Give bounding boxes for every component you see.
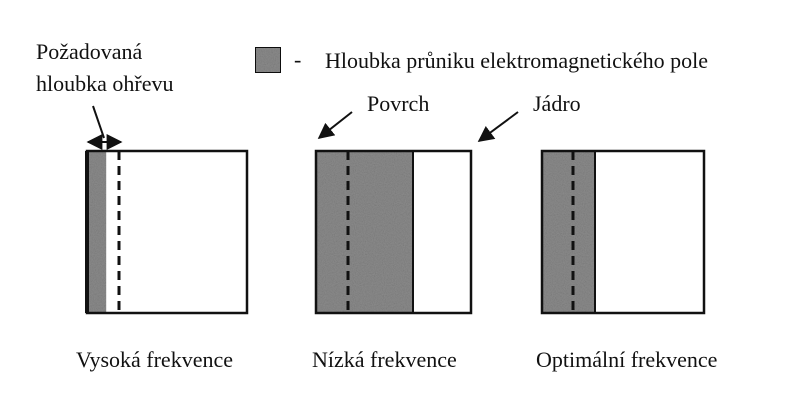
required-depth-label-line1: Požadovaná [36,39,143,64]
panel-3-outline [540,149,706,315]
panel-3-shaded-layer [542,151,596,313]
legend-dash: - [294,47,302,72]
legend-text: Hloubka průniku elektromagnetického pole [325,48,709,73]
required-depth-leader [92,105,105,139]
legend-swatch [254,46,282,74]
caption-high-frequency: Vysoká frekvence [76,347,233,372]
panel-high-frequency [85,105,249,315]
panel-2-outline [314,149,473,315]
panel-low-frequency [314,111,519,315]
caption-optimal-frequency: Optimální frekvence [536,347,718,372]
core-pointer-arrow [477,111,519,142]
core-label: Jádro [533,91,581,116]
panel-1-shaded-layer [87,151,107,313]
panel-2-shaded-layer [316,151,413,313]
required-depth-label-line2: hloubka ohřevu [36,71,174,96]
panel-1-outline [85,149,249,315]
panel-optimal-frequency [540,149,706,315]
surface-pointer-arrow [317,111,353,139]
caption-low-frequency: Nízká frekvence [312,347,457,372]
surface-label: Povrch [367,91,430,116]
